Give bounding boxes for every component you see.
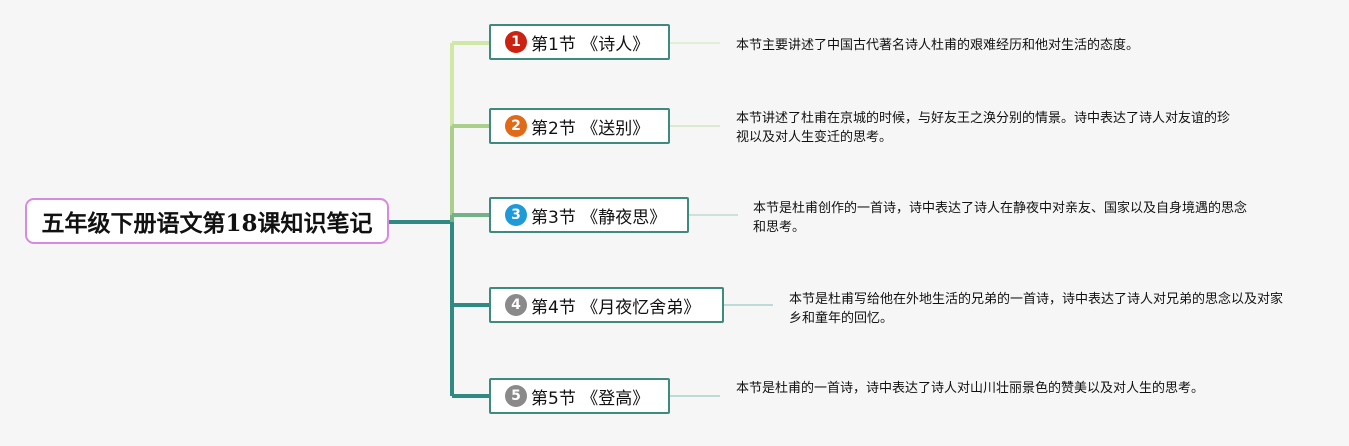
section-2-label: 第2节 《送别》 xyxy=(531,118,650,139)
section-1-note: 本节主要讲述了中国古代著名诗人杜甫的艰难经历和他对生活的态度。 xyxy=(736,38,1140,53)
section-3-node[interactable]: 3 第3节 《静夜思》 xyxy=(489,197,689,233)
section-4-node[interactable]: 4 第4节 《月夜忆舍弟》 xyxy=(489,287,724,323)
number-3-badge-icon: 3 xyxy=(505,204,527,226)
section-2-node[interactable]: 2 第2节 《送别》 xyxy=(489,108,670,144)
section-2-note: 本节讲述了杜甫在京城的时候，与好友王之涣分别的情景。诗中表达了诗人对友谊的珍视以… xyxy=(736,111,1231,145)
section-4-note: 本节是杜甫写给他在外地生活的兄弟的一首诗，诗中表达了诗人对兄弟的思念以及对家乡和… xyxy=(789,292,1284,326)
section-5-note: 本节是杜甫的一首诗，诗中表达了诗人对山川壮丽景色的赞美以及对人生的思考。 xyxy=(736,381,1205,396)
root-title: 五年级下册语文第18课知识笔记 xyxy=(41,210,373,237)
section-3-label: 第3节 《静夜思》 xyxy=(531,207,667,228)
section-5-label: 第5节 《登高》 xyxy=(531,388,650,409)
number-5-badge-icon: 5 xyxy=(505,385,527,407)
root-topic[interactable]: 五年级下册语文第18课知识笔记 xyxy=(25,198,389,244)
number-4-badge-icon: 4 xyxy=(505,294,527,316)
number-1-badge-icon: 1 xyxy=(505,31,527,53)
section-3-note: 本节是杜甫创作的一首诗，诗中表达了诗人在静夜中对亲友、国家以及自身境遇的思念和思… xyxy=(753,201,1248,235)
number-2-badge-icon: 2 xyxy=(505,115,527,137)
section-1-node[interactable]: 1 第1节 《诗人》 xyxy=(489,24,670,60)
section-5-node[interactable]: 5 第5节 《登高》 xyxy=(489,378,670,414)
section-4-label: 第4节 《月夜忆舍弟》 xyxy=(531,297,701,318)
section-1-label: 第1节 《诗人》 xyxy=(531,34,650,55)
